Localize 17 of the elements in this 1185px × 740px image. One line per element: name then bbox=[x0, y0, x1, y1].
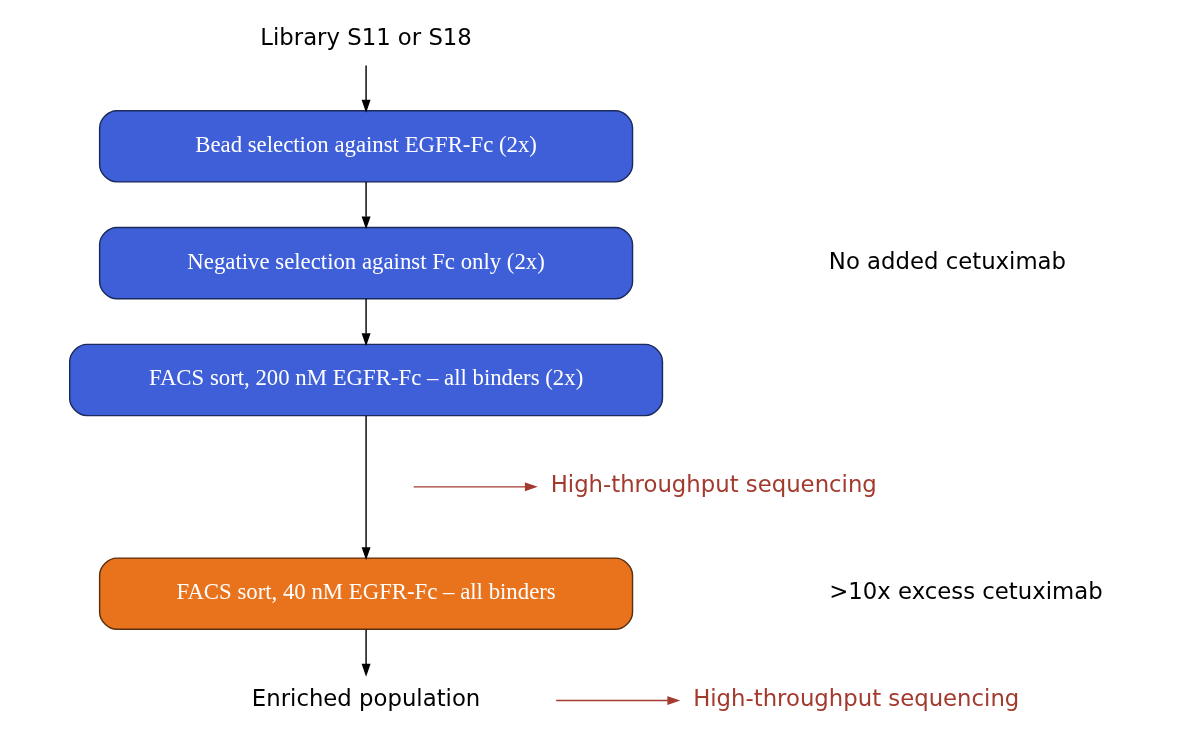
label: >10x excess cetuximab bbox=[828, 578, 1103, 605]
arrow bbox=[361, 629, 371, 677]
arrow bbox=[361, 181, 371, 230]
node-box: Bead selection against EGFR-Fc (2x) bbox=[98, 109, 633, 183]
arrow bbox=[412, 482, 538, 492]
node-text: Library S11 or S18 bbox=[259, 23, 472, 50]
arrow bbox=[361, 298, 371, 347]
arrow bbox=[361, 64, 371, 113]
arrow bbox=[554, 696, 680, 706]
node-text: High-throughput sequencing bbox=[550, 471, 877, 498]
node-text: Enriched population bbox=[251, 685, 480, 711]
node-box: FACS sort, 40 nM EGFR-Fc – all binders bbox=[98, 557, 633, 631]
node-box: FACS sort, 200 nM EGFR-Fc – all binders (2x) bbox=[68, 343, 663, 417]
node-text: High-throughput sequencing bbox=[692, 685, 1019, 711]
node-box: Negative selection against Fc only (2x) bbox=[98, 226, 633, 300]
arrow bbox=[361, 415, 371, 561]
label: No added cetuximab bbox=[828, 247, 1066, 274]
